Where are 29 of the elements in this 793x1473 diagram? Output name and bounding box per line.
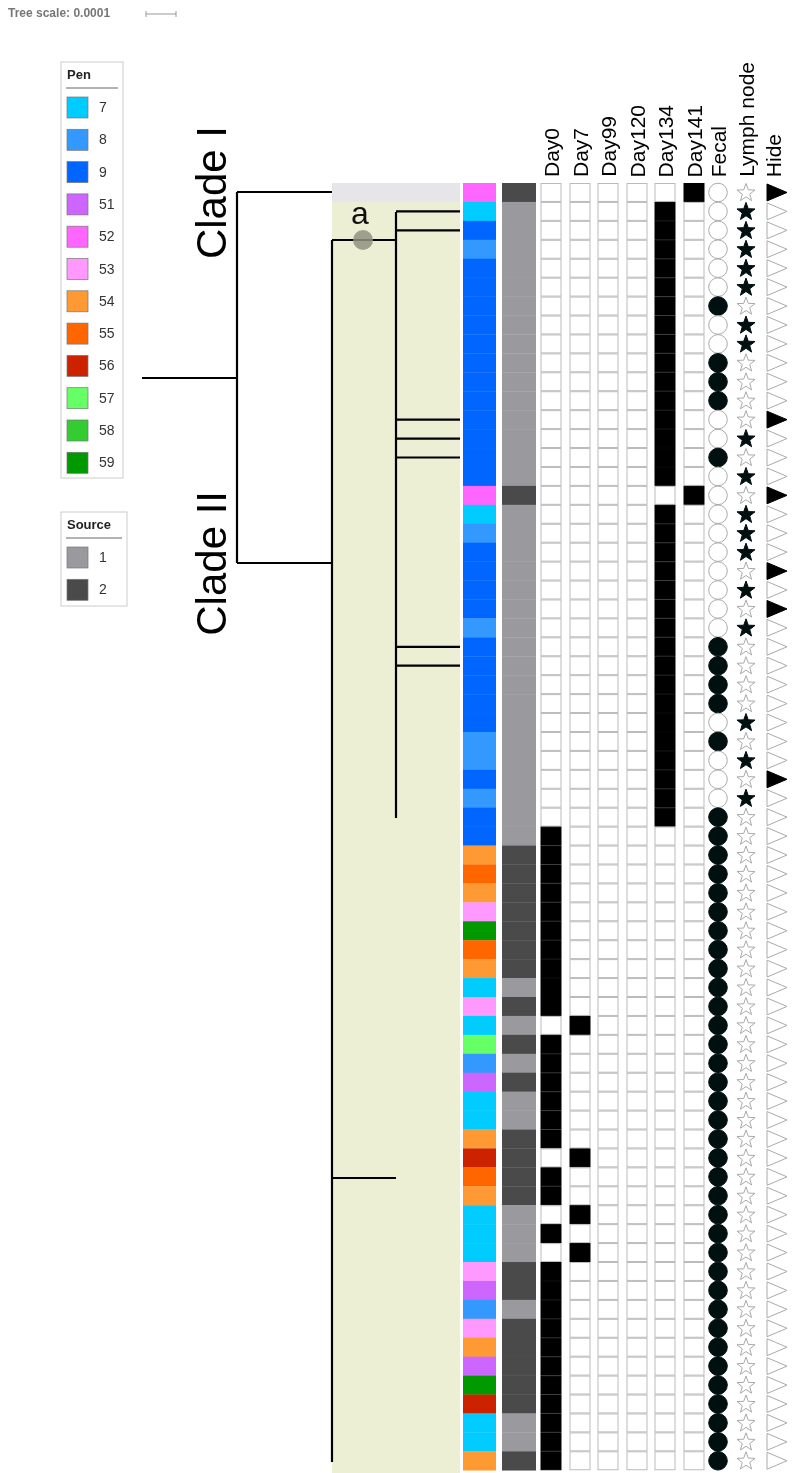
legend-label: 54 [99, 293, 115, 308]
column-header: Day7 [569, 128, 591, 178]
clade-label: Clade II [191, 490, 233, 636]
legend-label: 57 [99, 390, 115, 405]
legend-label: 9 [99, 164, 107, 179]
scale-label: Tree scale: 0.0001 [8, 7, 111, 19]
legend-label: 55 [99, 326, 115, 341]
column-header: Day141 [683, 105, 705, 178]
legend-label: 58 [99, 423, 115, 437]
legend-label: 52 [99, 229, 115, 244]
column-header: Day0 [540, 128, 562, 178]
column-header: Day120 [626, 105, 648, 178]
legend-label: 59 [99, 455, 115, 470]
column-header: Day134 [654, 105, 676, 178]
clade-label: Clade I [191, 125, 233, 259]
column-header: Lymph node [735, 62, 757, 177]
legend-label: 53 [99, 261, 115, 276]
node-label: a [351, 197, 369, 229]
legend-label: 1 [99, 550, 107, 564]
legend-label: 56 [99, 358, 115, 373]
legend-label: 51 [99, 196, 115, 211]
column-header: Day99 [597, 116, 619, 177]
column-header: Hide [762, 134, 784, 178]
legend-label: 8 [99, 132, 107, 147]
legend-title: Source [67, 518, 112, 531]
legend-title: Pen [67, 68, 91, 81]
legend-label: 2 [99, 582, 107, 597]
column-header: Fecal [707, 126, 729, 178]
legend-label: 7 [99, 100, 107, 114]
